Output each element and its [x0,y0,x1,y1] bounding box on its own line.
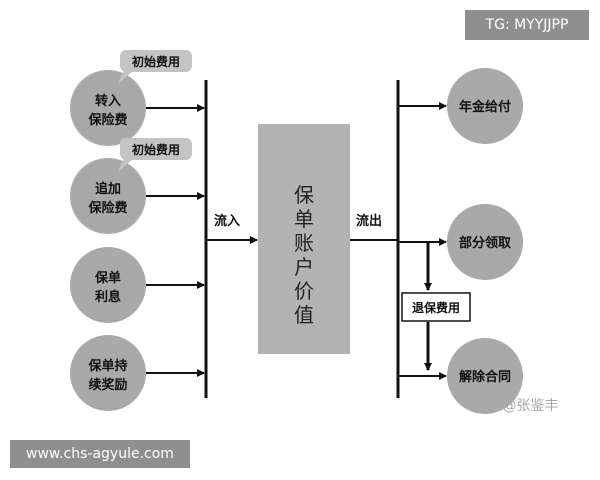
surrender-fee-box [401,292,471,322]
outflow-label: 部分领取 [459,235,512,251]
outflow-circle [447,204,523,280]
account-value-box [258,124,350,354]
outflow-item: 部分领取 [447,204,523,280]
bubble-tail [118,70,134,84]
watermark-zhihu: 知乎 @张鉴丰 [470,398,559,414]
inflow-label-line1: 保单持 [87,358,127,374]
account-value-char: 值 [294,303,314,327]
initial-fee-bubble: 初始费用 [118,138,192,172]
outflow-item: 年金给付 [447,68,523,144]
surrender-fee-label: 退保费用 [412,300,460,315]
bubble-tail [118,158,134,172]
outflow-label: 解除合同 [458,369,511,385]
account-value-char: 保 [294,183,314,207]
flow-in-label: 流入 [214,213,240,229]
account-value-char: 户 [294,255,314,279]
inflow-label-line2: 保险费 [87,112,127,128]
bubble-body [120,50,192,72]
bubble-label: 初始费用 [132,54,180,69]
outflow-circle [447,338,523,414]
inflow-label-line1: 追加 [95,181,121,197]
inflow-circle [70,247,146,323]
outflow-label: 年金给付 [459,99,511,115]
inflow-label-line2: 利息 [95,289,121,305]
bubble-label: 初始费用 [132,142,180,157]
inflow-label-line2: 保险费 [87,200,127,216]
inflow-label-line1: 转入 [95,93,121,109]
inflow-circle [70,70,146,146]
account-value-char: 账 [294,231,314,255]
initial-fee-bubble: 初始费用 [118,50,192,84]
flow-out-label: 流出 [356,213,382,229]
bubble-body [120,138,192,160]
watermark-site: www.chs-agyule.com [10,440,190,468]
inflow-label-line2: 续奖励 [88,377,127,393]
account-value-char: 价 [294,279,314,303]
outflow-circle [447,68,523,144]
watermark-tg: TG: MYYJJPP [465,10,589,40]
inflow-label-line1: 保单 [94,270,121,286]
outflow-item: 解除合同 [447,338,523,414]
inflow-circle [70,158,146,234]
account-value-char: 单 [294,207,314,231]
inflow-circle [70,335,146,411]
